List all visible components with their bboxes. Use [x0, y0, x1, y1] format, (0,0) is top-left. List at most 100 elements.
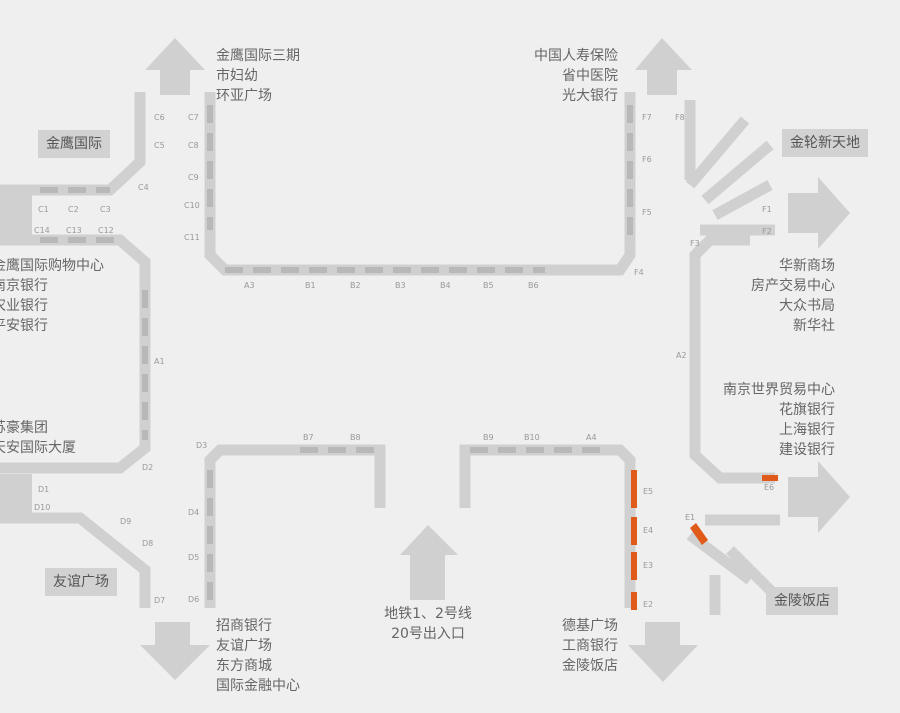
arrow-down-se: [628, 622, 698, 682]
gate-c12: C12: [98, 226, 114, 235]
gate-c14: C14: [34, 226, 50, 235]
gate-c11: C11: [184, 233, 200, 242]
places-center-metro: 地铁1、2号线 20号出入口: [363, 604, 493, 644]
landmark-jinling: 金陵饭店: [766, 587, 838, 615]
place-item: 光大银行: [562, 88, 618, 104]
gate-d7: D7: [154, 596, 165, 605]
gate-f1: F1: [762, 205, 772, 214]
places-e2: 南京世界贸易中心 花旗银行 上海银行 建设银行: [690, 380, 835, 460]
landmark-youyi: 友谊广场: [45, 568, 117, 596]
gate-e5: E5: [643, 487, 653, 496]
landmark-jinlun: 金轮新天地: [782, 129, 868, 157]
place-item: 友谊广场: [216, 638, 272, 654]
gate-c8: C8: [188, 141, 199, 150]
corridor-ne-diag3: [712, 180, 773, 220]
gate-b9: B9: [483, 433, 494, 442]
gate-b6: B6: [528, 281, 539, 290]
exit-e4-bar: [631, 517, 637, 545]
place-item: 20号出入口: [391, 626, 465, 642]
place-item: 天安国际大厦: [0, 440, 76, 456]
place-item: 金鹰国际购物中心: [0, 258, 104, 274]
gate-d1: D1: [38, 485, 49, 494]
gate-e2: E2: [643, 600, 653, 609]
corridor-d-stub: [204, 444, 386, 608]
gate-b3: B3: [395, 281, 406, 290]
gate-e4: E4: [643, 526, 653, 535]
corridor-se-diag1: [686, 530, 754, 585]
places-ne: 中国人寿保险 省中医院 光大银行: [488, 46, 618, 106]
gate-c5: C5: [154, 141, 165, 150]
places-e1: 华新商场 房产交易中心 大众书局 新华社: [700, 256, 835, 336]
arrow-up-ne: [635, 38, 692, 95]
gate-f6: F6: [642, 155, 652, 164]
place-item: 上海银行: [779, 422, 835, 438]
west-exit-block-1: [0, 195, 32, 237]
place-item: 省中医院: [562, 68, 618, 84]
place-item: 金鹰国际三期: [216, 48, 300, 64]
gate-d2: D2: [142, 463, 153, 472]
gate-b4: B4: [440, 281, 451, 290]
arrow-right-top: [788, 177, 850, 249]
arrow-up-nw: [145, 38, 205, 95]
places-se: 德基广场 工商银行 金陵饭店: [510, 616, 618, 676]
arrow-right-bottom: [788, 461, 850, 533]
gate-b7: B7: [303, 433, 314, 442]
gate-b10: B10: [524, 433, 540, 442]
gate-f7: F7: [642, 113, 652, 122]
gate-d6: D6: [188, 595, 199, 604]
place-item: 南京世界贸易中心: [723, 382, 835, 398]
places-sw: 招商银行 友谊广场 东方商城 国际金融中心: [216, 616, 300, 696]
gate-d5: D5: [188, 553, 199, 562]
place-item: 南京银行: [0, 278, 48, 294]
gate-b1: B1: [305, 281, 316, 290]
gate-f3: F3: [690, 239, 700, 248]
gate-b8: B8: [350, 433, 361, 442]
exit-e3-bar: [631, 552, 637, 580]
gate-d3: D3: [196, 441, 207, 450]
gate-c6: C6: [154, 113, 165, 122]
gate-a3: A3: [244, 281, 255, 290]
gate-f4: F4: [634, 268, 644, 277]
gate-f5: F5: [642, 208, 652, 217]
gate-c9: C9: [188, 173, 199, 182]
exit-e6-bar: [762, 475, 778, 481]
place-item: 市妇幼: [216, 68, 258, 84]
exit-e1-bar: [690, 523, 708, 545]
places-w2: 苏豪集团 天安国际大厦: [0, 418, 76, 458]
place-item: 新华社: [793, 318, 835, 334]
gate-c1: C1: [38, 205, 49, 214]
gate-d9: D9: [120, 517, 131, 526]
place-item: 房产交易中心: [751, 278, 835, 294]
gate-c4: C4: [138, 183, 149, 192]
gate-c10: C10: [184, 201, 200, 210]
places-nw: 金鹰国际三期 市妇幼 环亚广场: [216, 46, 300, 106]
place-item: 花旗银行: [779, 402, 835, 418]
corridor-ne-diag2: [701, 140, 774, 205]
gate-e6: E6: [764, 483, 774, 492]
exit-e2-bar: [631, 592, 637, 610]
gate-c3: C3: [100, 205, 111, 214]
gate-d8: D8: [142, 539, 153, 548]
place-item: 农业银行: [0, 298, 48, 314]
corridor-east-a2: [689, 234, 775, 484]
gate-e3: E3: [643, 561, 653, 570]
exit-e5-bar: [631, 470, 637, 508]
gate-f8: F8: [675, 113, 685, 122]
place-item: 地铁1、2号线: [384, 606, 472, 622]
place-item: 苏豪集团: [0, 420, 48, 436]
corridor-sw-d: [0, 512, 151, 608]
place-item: 建设银行: [779, 442, 835, 458]
place-item: 东方商城: [216, 658, 272, 674]
place-item: 环亚广场: [216, 88, 272, 104]
gate-a2: A2: [676, 351, 687, 360]
gate-c2: C2: [68, 205, 79, 214]
place-item: 国际金融中心: [216, 678, 300, 694]
gate-a4: A4: [586, 433, 597, 442]
gate-d10: D10: [34, 503, 50, 512]
landmark-jinying: 金鹰国际: [38, 130, 110, 158]
place-item: 金陵饭店: [562, 658, 618, 674]
gate-b5: B5: [483, 281, 494, 290]
place-item: 德基广场: [562, 618, 618, 634]
gate-c7: C7: [188, 113, 199, 122]
arrow-down-sw: [140, 622, 210, 680]
